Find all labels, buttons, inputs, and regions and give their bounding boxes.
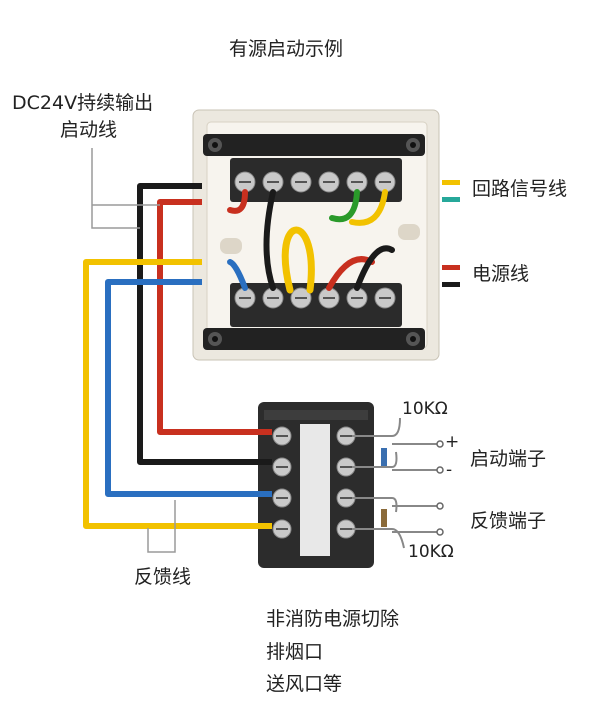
start-terminal-label: 启动端子 (470, 448, 547, 470)
loop-signal-label: 回路信号线 (472, 178, 568, 200)
pointer-lines (91, 148, 176, 553)
resistor-bottom-body (381, 509, 387, 527)
terminal-points (436, 440, 444, 536)
target-item: 排烟口 (266, 641, 324, 663)
plus-sign: + (445, 432, 460, 452)
dc-output-label-line1: DC24V持续输出 (12, 92, 154, 114)
resistor-top-label: 10KΩ (402, 399, 448, 419)
bottom-terminal-strip (203, 283, 425, 350)
feedback-line-label: 反馈线 (134, 566, 192, 588)
internal-wires (227, 189, 395, 294)
external-wires (83, 183, 272, 529)
target-item: 送风口等 (266, 673, 343, 695)
legend-swatches (442, 180, 460, 287)
power-line-label: 电源线 (472, 263, 530, 285)
resistor-bottom (352, 497, 438, 549)
diagram-title: 有源启动示例 (229, 38, 344, 60)
resistor-bottom-label: 10KΩ (408, 542, 454, 562)
top-terminal-strip (203, 134, 425, 202)
resistor-top-body (381, 448, 387, 466)
minus-sign: - (446, 460, 453, 480)
dc-output-label-line2: 启动线 (60, 119, 118, 141)
target-item: 非消防电源切除 (266, 608, 400, 630)
resistor-top (352, 417, 438, 471)
relay-terminal-block (258, 402, 374, 568)
feedback-terminal-label: 反馈端子 (470, 510, 547, 532)
